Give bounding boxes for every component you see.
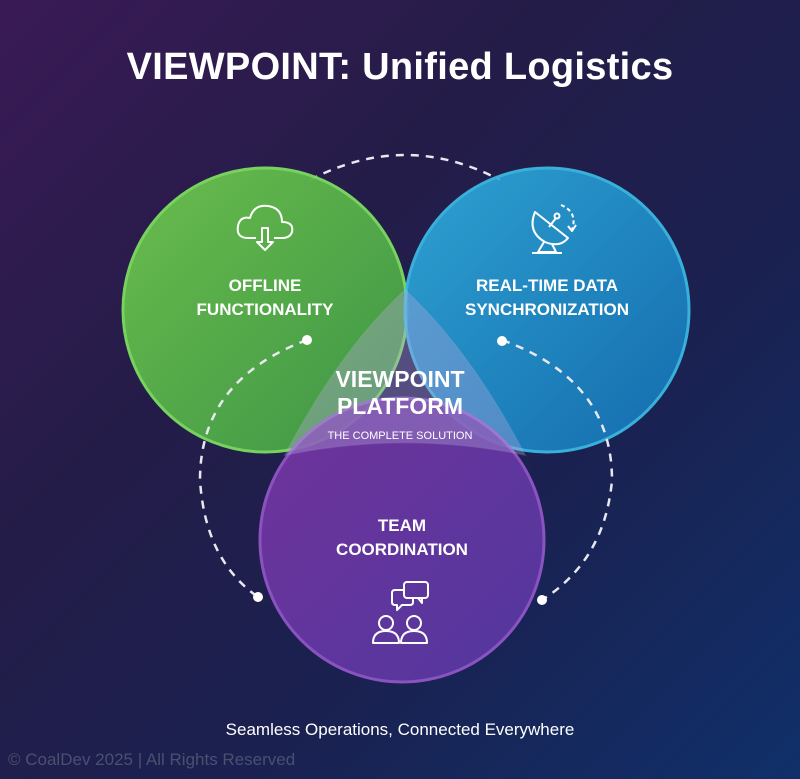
connector-dot (497, 336, 507, 346)
circle-realtime (403, 166, 691, 454)
center-overlap (283, 288, 527, 457)
center-title: VIEWPOINT PLATFORM (300, 366, 500, 420)
circle-team (258, 396, 546, 684)
label-line: FUNCTIONALITY (196, 300, 334, 319)
connector-dot (253, 592, 263, 602)
connector-dot (537, 595, 547, 605)
label-line: TEAM (377, 516, 427, 535)
tagline: Seamless Operations, Connected Everywher… (225, 720, 575, 739)
page-title: VIEWPOINT: Unified Logistics (126, 46, 674, 88)
cloud-download-icon (236, 204, 294, 251)
label-realtime: REAL-TIME DATA SYNCHRONIZATION (447, 274, 647, 322)
connector-arc-left (198, 338, 308, 599)
label-line: SYNCHRONIZATION (464, 300, 629, 319)
team-chat-icon (372, 581, 429, 644)
label-line: REAL-TIME DATA (476, 276, 618, 295)
label-line: OFFLINE (228, 276, 302, 295)
satellite-dish-icon (531, 204, 577, 254)
center-line: VIEWPOINT (335, 366, 465, 392)
label-line: COORDINATION (336, 540, 468, 559)
connector-arc-right (501, 338, 614, 602)
connector-arc-top (309, 153, 501, 182)
connector-dot (302, 335, 312, 345)
center-subtitle: THE COMPLETE SOLUTION (327, 430, 473, 442)
label-offline: OFFLINE FUNCTIONALITY (165, 274, 365, 322)
label-team: TEAM COORDINATION (302, 514, 502, 562)
footer-copyright: © CoalDev 2025 | All Rights Reserved (8, 750, 296, 769)
center-line: PLATFORM (336, 393, 464, 419)
